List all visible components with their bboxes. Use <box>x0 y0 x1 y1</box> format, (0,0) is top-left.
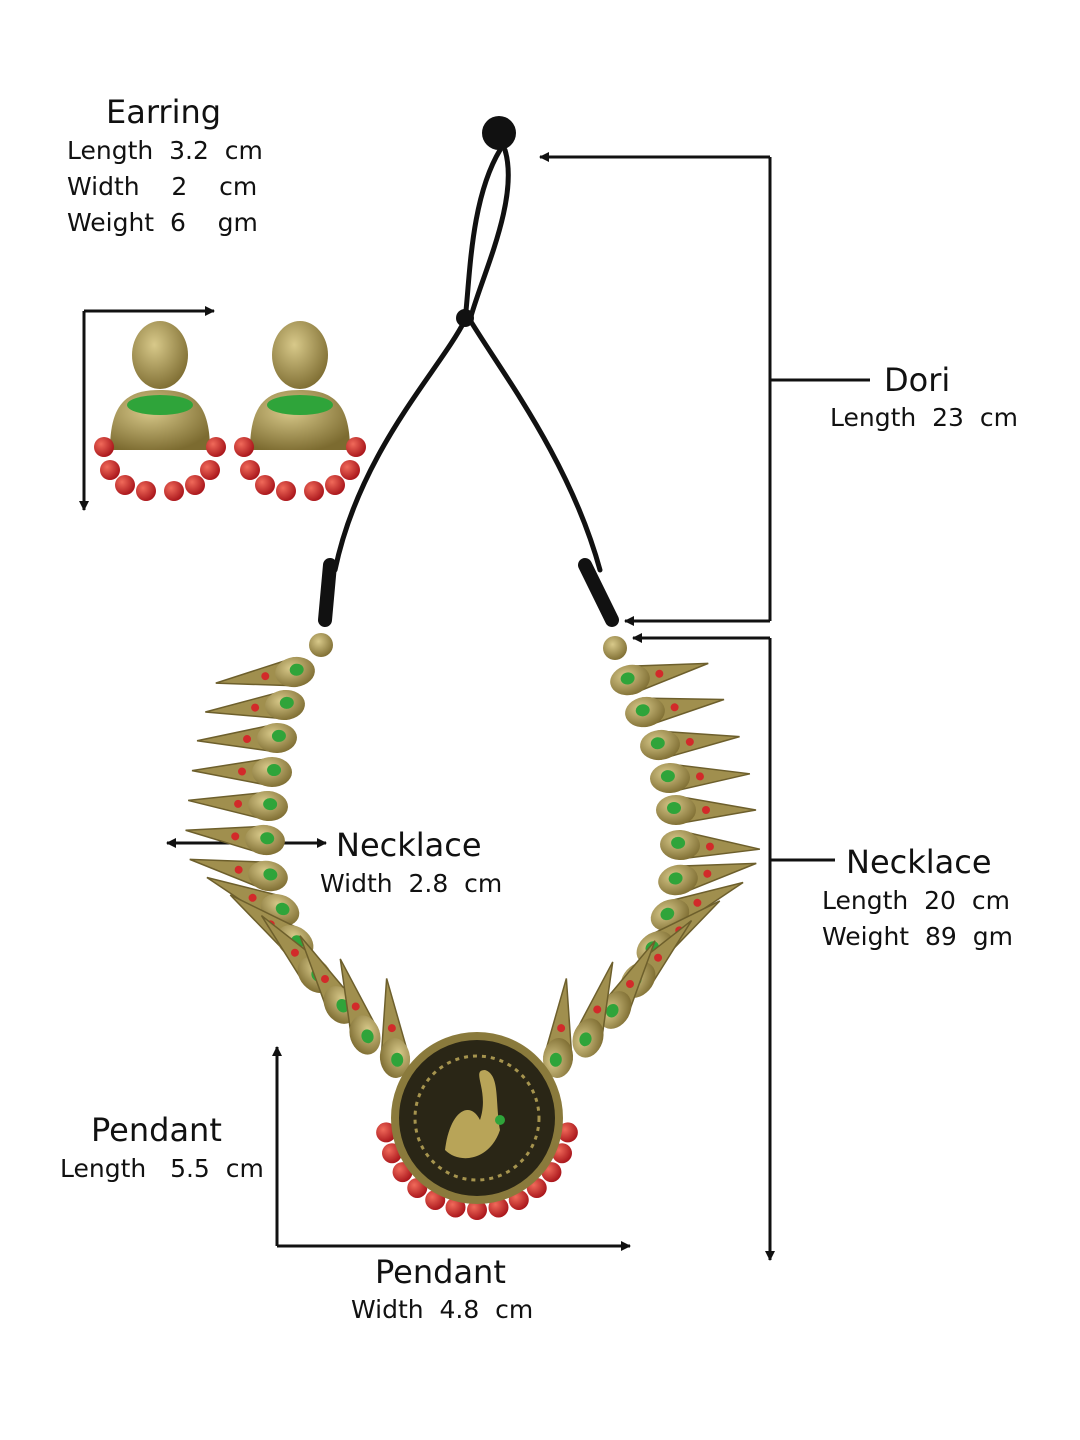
necklace-spike <box>625 696 725 728</box>
necklace-width: Width 2.8 cm <box>320 869 503 898</box>
necklace-spike <box>572 961 614 1058</box>
dori-cord <box>318 147 619 627</box>
red-bead <box>445 1197 466 1218</box>
dori-slider-bead <box>456 309 474 327</box>
necklace-spike <box>640 729 740 761</box>
necklace-spike <box>650 762 751 794</box>
pendant-left-title: Pendant <box>91 1111 222 1149</box>
dori-knot-bead <box>482 116 516 150</box>
red-bead <box>488 1197 509 1218</box>
earring <box>94 321 226 501</box>
earring-length: Length 3.2 cm <box>67 136 263 165</box>
red-bead <box>557 1122 578 1143</box>
pendant-width: Width 4.8 cm <box>351 1295 534 1324</box>
earring-title: Earring <box>106 93 222 131</box>
earring <box>234 321 366 501</box>
necklace-spike <box>660 829 761 861</box>
necklace-length: Length 20 cm <box>822 886 1010 915</box>
necklace-left-title: Necklace <box>336 826 482 864</box>
necklace-spike <box>215 656 315 688</box>
necklace-spike <box>542 978 574 1078</box>
necklace-weight: Weight 89 gm <box>822 922 1013 951</box>
necklace-spike <box>185 824 285 856</box>
necklace-spike <box>191 756 292 788</box>
pendant-bottom-title: Pendant <box>375 1253 506 1291</box>
dori-length: Length 23 cm <box>830 403 1018 432</box>
earring-weight: Weight 6 gm <box>67 208 258 237</box>
dori-title: Dori <box>884 361 951 399</box>
necklace-spike <box>610 662 709 696</box>
necklace-spike <box>205 689 305 721</box>
red-bead <box>376 1122 397 1143</box>
necklace-spike <box>650 881 744 931</box>
necklace-spike <box>188 790 288 822</box>
necklace-spike <box>379 978 411 1078</box>
pendant <box>376 1032 578 1220</box>
necklace-spike <box>196 722 297 754</box>
earring-width: Width 2 cm <box>67 172 258 201</box>
earrings <box>94 321 366 501</box>
necklace-spike <box>339 958 381 1055</box>
red-bead <box>467 1200 487 1220</box>
necklace-spike <box>656 795 757 825</box>
dimension-lines <box>79 152 870 1261</box>
necklace-right-title: Necklace <box>846 843 992 881</box>
necklace-spikes <box>185 656 761 1078</box>
necklace-spike <box>658 862 757 896</box>
pendant-length: Length 5.5 cm <box>60 1154 264 1183</box>
necklace-spike <box>189 858 288 892</box>
